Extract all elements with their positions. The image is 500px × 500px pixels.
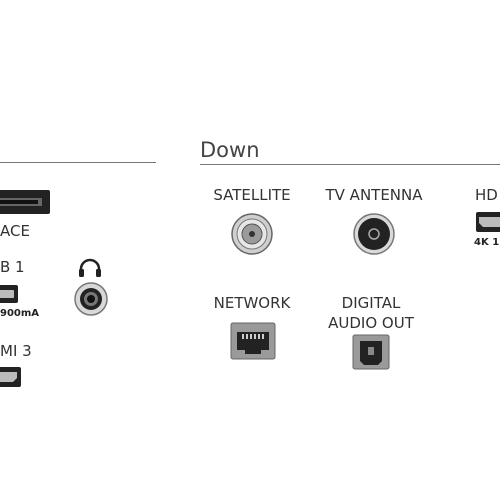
headphone-jack-icon: [74, 282, 108, 316]
ethernet-port-icon: [230, 322, 276, 360]
section-heading-down: Down: [200, 138, 260, 162]
common-interface-label: ACE: [0, 222, 30, 240]
hdmi-right-port-icon: [476, 212, 500, 232]
down-section-rule: [200, 164, 500, 165]
optical-audio-port-icon: [352, 334, 390, 370]
satellite-connector-icon: [231, 213, 273, 255]
digital-audio-out-label-line2: AUDIO OUT: [328, 314, 414, 332]
common-interface-slot-icon: [0, 190, 50, 214]
network-label: NETWORK: [213, 294, 291, 312]
usb-port-icon: [0, 285, 18, 303]
digital-audio-out-label-line1: DIGITAL: [341, 294, 401, 312]
hdmi-right-resolution-label: 4K 1: [474, 237, 500, 248]
tv-antenna-connector-icon: [353, 213, 395, 255]
usb1-current-label: 900mA: [0, 308, 40, 319]
hdmi-right-label: HD: [475, 186, 498, 204]
satellite-label: SATELLITE: [213, 186, 291, 204]
tv-antenna-label: TV ANTENNA: [325, 186, 423, 204]
usb1-label: B 1: [0, 258, 25, 276]
hdmi3-label: MI 3: [0, 342, 32, 360]
headphones-icon: [79, 258, 101, 277]
hdmi-port-icon: [0, 367, 21, 387]
left-section-rule: [0, 162, 156, 163]
